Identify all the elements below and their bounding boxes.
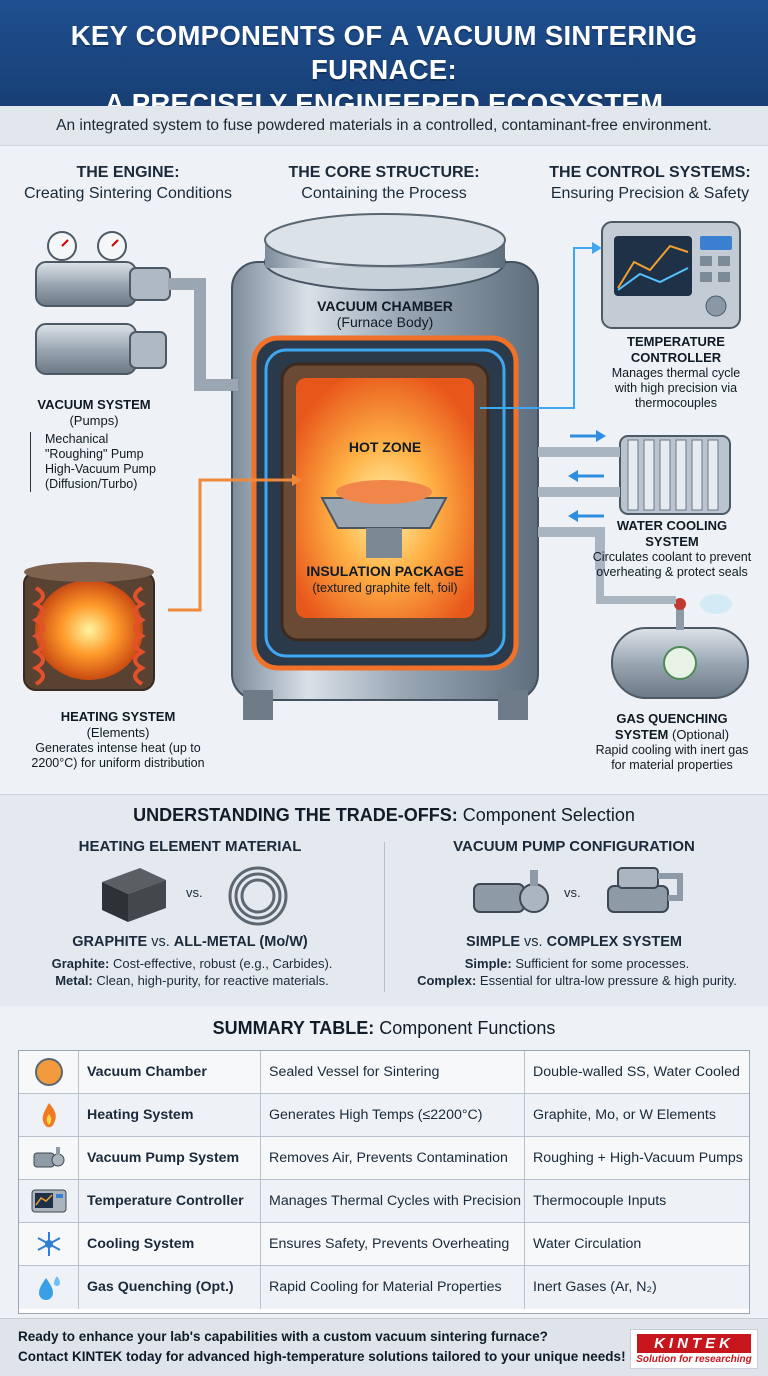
pump-vs: vs.	[564, 885, 581, 900]
table-row: Heating System Generates High Temps (≤22…	[19, 1094, 749, 1137]
gas-quenching-graphic	[596, 570, 749, 699]
page-subtitle: An integrated system to fuse powdered ma…	[0, 106, 768, 146]
droplets-icon	[38, 1276, 60, 1301]
tradeoffs-title: UNDERSTANDING THE TRADE-OFFS: Component …	[133, 805, 635, 825]
vacuum-system-label: VACUUM SYSTEM (Pumps)	[37, 397, 151, 428]
gas-quenching-label: GAS QUENCHING SYSTEM (Optional) Rapid co…	[595, 711, 749, 772]
sample-tray-graphic	[320, 480, 448, 558]
pump-config-graphic	[473, 867, 683, 913]
table-row: Temperature Controller Manages Thermal C…	[19, 1180, 749, 1223]
pump-compare-details: Simple: Sufficient for some processes. C…	[417, 956, 737, 988]
flame-icon	[42, 1102, 56, 1127]
table-row: Gas Quenching (Opt.) Rapid Cooling for M…	[19, 1266, 749, 1309]
column-heading-core: THE CORE STRUCTURE: Containing the Proce…	[288, 164, 480, 202]
column-heading-control: THE CONTROL SYSTEMS: Ensuring Precision …	[549, 164, 751, 202]
heating-system-label: HEATING SYSTEM (Elements) Generates inte…	[31, 709, 205, 770]
tradeoffs-divider	[384, 842, 385, 992]
insulation-label: INSULATION PACKAGE (textured graphite fe…	[306, 563, 464, 595]
table-row: Vacuum Chamber Sealed Vessel for Sinteri…	[19, 1051, 749, 1094]
vacuum-system-items: Mechanical "Roughing" Pump High-Vacuum P…	[30, 432, 190, 492]
header-banner: KEY COMPONENTS OF A VACUUM SINTERING FUR…	[0, 0, 768, 119]
heating-compare: GRAPHITE vs. ALL-METAL (Mo/W)	[72, 934, 308, 950]
footer-line-2: Contact KINTEK today for advanced high-t…	[18, 1349, 626, 1364]
vacuum-pump-heading: VACUUM PUMP CONFIGURATION	[453, 838, 695, 855]
summary-title: SUMMARY TABLE: Component Functions	[212, 1018, 556, 1038]
kintek-logo[interactable]: KINTEK Solution for researching	[630, 1329, 758, 1369]
graphite-block-icon	[102, 868, 166, 922]
vacuum-pump-graphic	[35, 231, 238, 391]
snowflake-icon	[37, 1231, 60, 1256]
hot-zone-label: HOT ZONE	[348, 439, 422, 455]
heating-element-heading: HEATING ELEMENT MATERIAL	[78, 838, 302, 855]
footer-line-1: Ready to enhance your lab's capabilities…	[18, 1329, 548, 1344]
table-row: Vacuum Pump System Removes Air, Prevents…	[19, 1137, 749, 1180]
pump-compare: SIMPLE vs. COMPLEX SYSTEM	[466, 934, 682, 950]
metal-coil-icon	[228, 866, 288, 926]
vacuum-chamber-graphic	[231, 213, 539, 720]
heating-materials-graphic	[102, 866, 288, 926]
title-line-1: KEY COMPONENTS OF A VACUUM SINTERING FUR…	[70, 20, 698, 85]
complex-pump-icon	[607, 867, 683, 913]
water-cooling-graphic	[538, 430, 731, 570]
furnace-diagram	[23, 213, 749, 720]
temperature-controller-label: TEMPERATURE CONTROLLER Manages thermal c…	[611, 334, 741, 410]
vacuum-chamber-label: VACUUM CHAMBER (Furnace Body)	[317, 298, 453, 330]
water-cooling-label: WATER COOLING SYSTEM Circulates coolant …	[592, 518, 752, 579]
footer-cta: Ready to enhance your lab's capabilities…	[0, 1318, 768, 1376]
pump-icon	[33, 1146, 64, 1168]
column-heading-engine: THE ENGINE: Creating Sintering Condition…	[23, 164, 233, 202]
heating-vs: vs.	[186, 885, 203, 900]
heating-element-graphic	[23, 474, 302, 691]
summary-table: Vacuum Chamber Sealed Vessel for Sinteri…	[18, 1050, 750, 1314]
heating-compare-details: Graphite: Cost-effective, robust (e.g., …	[51, 956, 333, 988]
temperature-controller-graphic	[480, 221, 741, 409]
controller-icon	[31, 1189, 66, 1213]
table-row: Cooling System Ensures Safety, Prevents …	[19, 1223, 749, 1266]
sphere-icon	[34, 1057, 63, 1086]
page-title: KEY COMPONENTS OF A VACUUM SINTERING FUR…	[0, 0, 768, 121]
simple-pump-icon	[473, 870, 549, 913]
